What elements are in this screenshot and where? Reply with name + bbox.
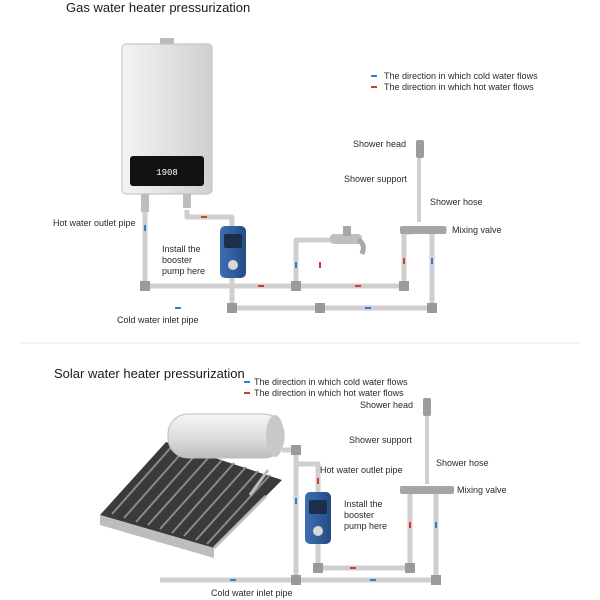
- solar-section: [100, 398, 454, 585]
- gas-shower: [400, 140, 446, 234]
- solar-legend-hot: The direction in which hot water flows: [254, 388, 404, 398]
- gas-flow-marks: [144, 216, 433, 309]
- gas-label-shower-hose: Shower hose: [430, 197, 483, 207]
- gas-label-hot-outlet: Hot water outlet pipe: [53, 218, 136, 228]
- solar-fittings: [291, 445, 441, 585]
- gas-label-cold-inlet: Cold water inlet pipe: [117, 315, 199, 325]
- solar-label-install-pump: Install the booster pump here: [344, 499, 388, 531]
- solar-booster-pump: [305, 492, 331, 544]
- gas-legend-cold: The direction in which cold water flows: [384, 71, 538, 81]
- heater-display: 1908: [156, 168, 178, 178]
- solar-legend-cold: The direction in which cold water flows: [254, 377, 408, 387]
- gas-section-title: Gas water heater pressurization: [66, 0, 251, 15]
- solar-label-mixing-valve: Mixing valve: [457, 485, 507, 495]
- solar-section-title: Solar water heater pressurization: [54, 366, 245, 381]
- gas-label-install-pump: Install the booster pump here: [162, 244, 206, 276]
- solar-label-cold-inlet: Cold water inlet pipe: [211, 588, 293, 598]
- gas-label-shower-support: Shower support: [344, 174, 408, 184]
- gas-booster-pump: [220, 226, 246, 278]
- legend-marks: [244, 75, 377, 394]
- solar-label-shower-hose: Shower hose: [436, 458, 489, 468]
- gas-label-mixing-valve: Mixing valve: [452, 225, 502, 235]
- gas-legend-hot: The direction in which hot water flows: [384, 82, 534, 92]
- gas-water-heater: 1908: [121, 38, 213, 212]
- solar-flow-marks: [230, 478, 437, 581]
- gas-faucet: [330, 226, 366, 255]
- solar-label-shower-support: Shower support: [349, 435, 413, 445]
- gas-section: 1908: [121, 38, 447, 313]
- gas-fittings: [140, 281, 437, 313]
- gas-label-shower-head: Shower head: [353, 139, 407, 149]
- solar-water-heater: [100, 413, 285, 558]
- solar-shower: [400, 398, 454, 494]
- solar-label-shower-head: Shower head: [360, 400, 414, 410]
- solar-label-hot-outlet: Hot water outlet pipe: [320, 465, 403, 475]
